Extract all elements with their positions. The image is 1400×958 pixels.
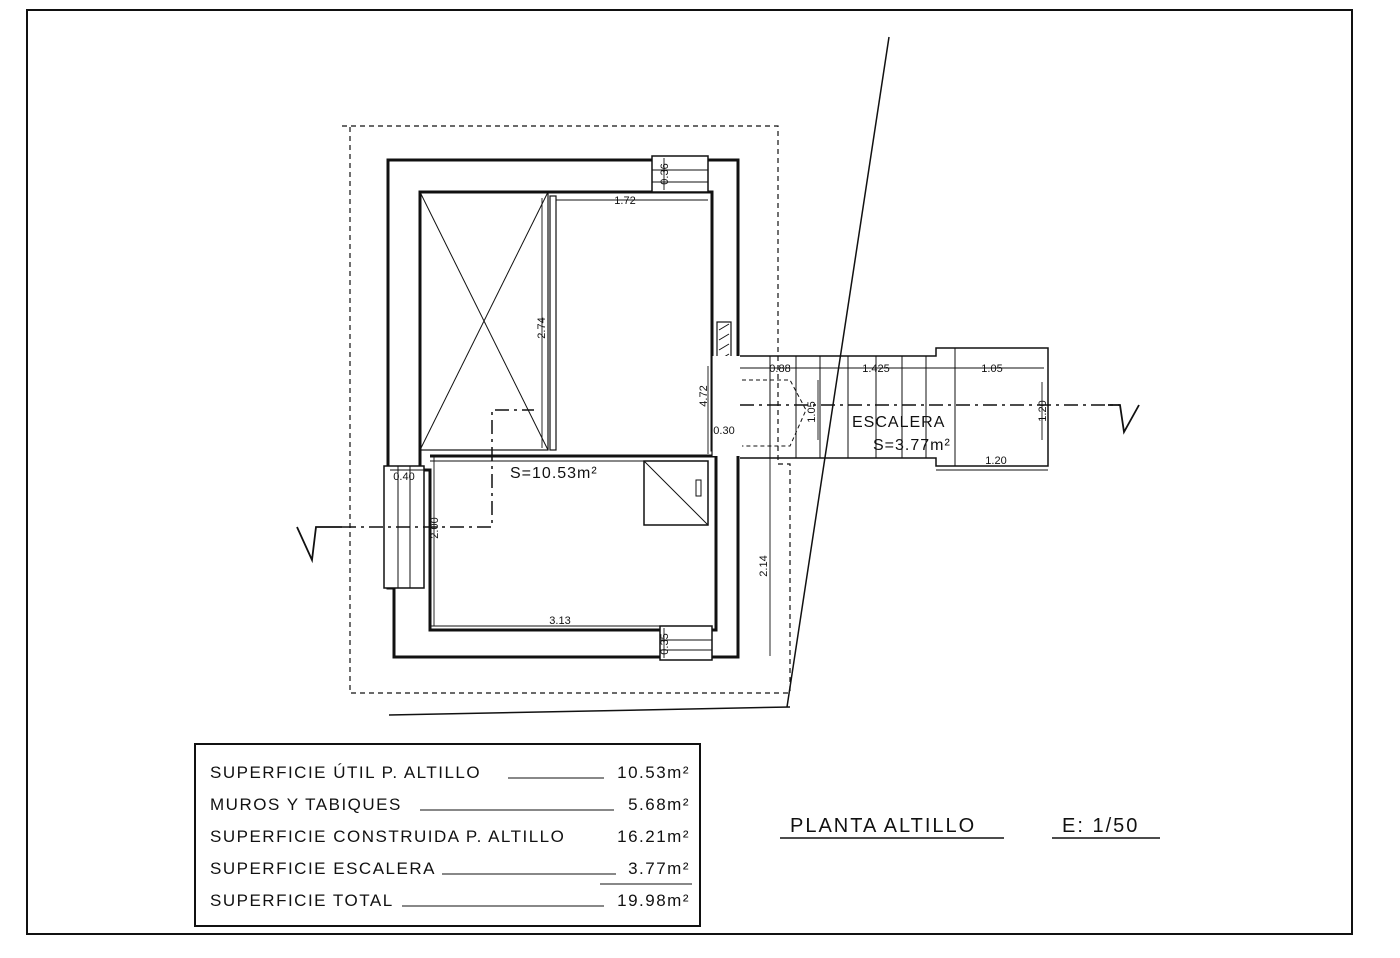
dim-2-74: 2.74 [536,317,548,338]
section-cut-line [342,409,534,528]
dim-1-20-vertical: 1.20 [1037,400,1049,421]
stair [740,347,1049,467]
table-row: SUPERFICIE CONSTRUIDA P. ALTILLO 16.21m² [210,827,690,846]
dim-1-05-landing: 1.05 [981,363,1002,375]
table-row: SUPERFICIE ESCALERA 3.77m² [210,859,690,878]
void-cross-2 [419,191,549,451]
stair-landing-dashed [742,379,807,447]
dim-0-40: 0.40 [393,471,414,483]
table-row: SUPERFICIE ÚTIL P. ALTILLO 10.53m² [210,763,690,782]
stair-outline [740,347,1049,467]
table-row-value: 3.77m² [628,859,690,878]
dim-4-72: 4.72 [698,385,710,406]
plan-scale: E: 1/50 [1062,815,1139,837]
table-row-label: SUPERFICIE ESCALERA [210,859,436,878]
dim-2-00: 2.00 [429,517,441,538]
table-row-label: SUPERFICIE CONSTRUIDA P. ALTILLO [210,827,565,846]
dim-1-05-stair: 1.05 [806,401,818,422]
partition-vertical [549,195,557,451]
closet-diagonal [643,460,709,526]
summary-table [194,743,701,927]
table-row-value: 10.53m² [617,763,690,782]
table-row-label: SUPERFICIE ÚTIL P. ALTILLO [210,763,481,782]
stair-opening [712,356,740,456]
dim-1-425: 1.425 [862,363,890,375]
stair-area-label: S=3.77m² [873,437,951,454]
table-row-value: 5.68m² [628,795,690,814]
roof-outline [342,125,791,694]
void-area [419,191,549,451]
plan-title: PLANTA ALTILLO [790,815,976,837]
dim-0-36: 0.36 [659,163,671,184]
dim-0-30: 0.30 [713,425,734,437]
room-area-label: S=10.53m² [510,465,598,482]
boundary-line-bottom [388,706,791,716]
table-row-value: 19.98m² [617,891,690,910]
boundary-line [786,36,890,708]
closet [643,460,709,526]
stair-label: ESCALERA [852,414,945,431]
table-row: SUPERFICIE TOTAL 19.98m² [210,891,690,910]
dim-1-20-horizontal: 1.20 [985,455,1006,467]
table-row-label: MUROS Y TABIQUES [210,795,402,814]
dim-0-88: 0.88 [769,363,790,375]
table-row-label: SUPERFICIE TOTAL [210,891,394,910]
section-marker-left [296,526,342,564]
table-row-value: 16.21m² [617,827,690,846]
section-marker-right [1108,404,1140,435]
dim-2-14: 2.14 [758,555,770,576]
vent-hatching [718,323,730,361]
dim-0-35: 0.35 [659,633,671,654]
dim-3-13: 3.13 [549,615,570,627]
table-row: MUROS Y TABIQUES 5.68m² [210,795,690,814]
sheet-border [26,9,1353,935]
window-top [651,155,709,193]
dim-1-72: 1.72 [614,195,635,207]
closet-handle [695,479,702,497]
dimension-lines [390,158,1048,658]
